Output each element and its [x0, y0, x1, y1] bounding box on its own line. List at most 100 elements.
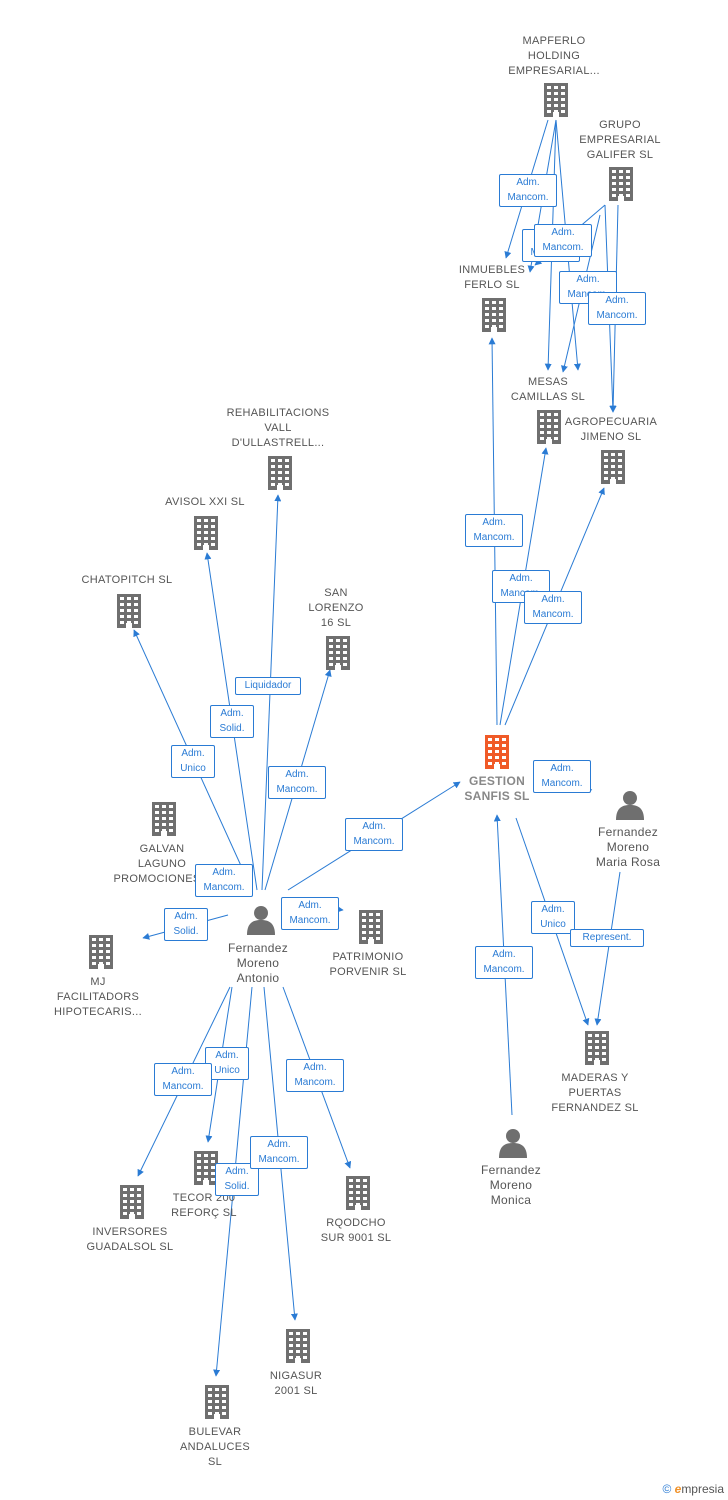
- edge-label-line: Adm.: [225, 1166, 249, 1177]
- edge-label-line: Adm.: [516, 177, 540, 188]
- brand-initial: e: [674, 1482, 682, 1496]
- edge-label-line: Mancom.: [541, 778, 583, 789]
- person-icon[interactable]: [616, 790, 644, 820]
- edge-label-line: Represent.: [582, 932, 632, 943]
- node-label-line: GUADALSOL SL: [86, 1241, 174, 1253]
- building-icon[interactable]: [481, 298, 507, 332]
- edge-label-line: Adm.: [362, 821, 386, 832]
- building-icon[interactable]: [119, 1185, 145, 1219]
- edge-label-e5[interactable]: Adm.Mancom.: [534, 224, 592, 257]
- building-icon[interactable]: [600, 450, 626, 484]
- node-label-line: Antonio: [236, 971, 280, 985]
- building-icon[interactable]: [536, 410, 562, 444]
- building-icon[interactable]: [267, 456, 293, 490]
- node-patrimonio[interactable]: PATRIMONIO PORVENIR SL: [329, 950, 406, 980]
- building-icon[interactable]: [193, 516, 219, 550]
- edge-label-e9[interactable]: Adm.Mancom.: [465, 514, 523, 547]
- edge-label-e23[interactable]: Adm.Mancom.: [281, 897, 339, 930]
- edge-label-e21[interactable]: Adm.Solid.: [164, 908, 208, 941]
- edge-label-e14[interactable]: Represent.: [570, 929, 644, 947]
- node-label-line: CHATOPITCH SL: [81, 574, 173, 586]
- building-icon[interactable]: [325, 636, 351, 670]
- node-label-line: PATRIMONIO: [332, 951, 404, 963]
- edge-label-line: Adm.: [576, 274, 600, 285]
- node-label-line: GRUPO: [599, 119, 641, 131]
- node-label-line: GALIFER SL: [586, 149, 654, 161]
- node-label-line: PORVENIR SL: [329, 966, 407, 978]
- main-building-icon[interactable]: [484, 735, 510, 769]
- node-label-line: INMUEBLES: [458, 264, 526, 276]
- edge-label-line: Adm.: [550, 763, 574, 774]
- edge-label-e10[interactable]: Adm.Mancom.: [492, 570, 550, 603]
- node-label-line: MADERAS Y: [561, 1072, 629, 1084]
- edge-label-e13[interactable]: Adm.Unico: [531, 901, 575, 934]
- edge-label-e18[interactable]: Adm.Unico: [171, 745, 215, 778]
- edge-label-line: Adm.: [605, 295, 629, 306]
- edge-label-e26[interactable]: Adm.Mancom.: [286, 1059, 344, 1092]
- node-inmuebles[interactable]: INMUEBLES FERLO SL: [459, 263, 525, 293]
- edge-label-e15[interactable]: Adm.Mancom.: [475, 946, 533, 979]
- edge-label-e16[interactable]: Liquidador: [235, 677, 301, 695]
- building-icon[interactable]: [193, 1151, 219, 1185]
- building-icon[interactable]: [285, 1329, 311, 1363]
- edge-label-e7[interactable]: Adm.Mancom.: [588, 292, 646, 325]
- edge-label-e20[interactable]: Adm.Mancom.: [345, 818, 403, 851]
- node-nigasur[interactable]: NIGASUR 2001 SL: [270, 1369, 322, 1399]
- edge-label-e11[interactable]: Adm.Mancom.: [524, 591, 582, 624]
- person-icon[interactable]: [499, 1128, 527, 1158]
- edge-label-line: Adm.: [220, 708, 244, 719]
- edge-label-line: Mancom.: [542, 242, 584, 253]
- edge-label-e28[interactable]: Adm.Mancom.: [250, 1136, 308, 1169]
- edge-label-line: Solid.: [173, 926, 199, 937]
- node-label-line: JIMENO SL: [580, 431, 642, 443]
- edge-label-line: Mancom.: [289, 915, 331, 926]
- building-icon[interactable]: [88, 935, 114, 969]
- building-icon[interactable]: [204, 1385, 230, 1419]
- building-icon[interactable]: [358, 910, 384, 944]
- edge-label-e1[interactable]: Adm.Mancom.: [499, 174, 557, 207]
- node-chatopitch[interactable]: CHATOPITCH SL: [82, 573, 173, 588]
- edge-label-line: Adm.: [267, 1139, 291, 1150]
- edge-label-e25[interactable]: Adm.Mancom.: [154, 1063, 212, 1096]
- node-label-line: BULEVAR: [188, 1426, 242, 1438]
- node-label-line: VALL: [264, 422, 292, 434]
- edge-label-e22[interactable]: Adm.Mancom.: [195, 864, 253, 897]
- node-label-line: Moreno: [489, 1178, 533, 1192]
- edge-label-e12[interactable]: Adm. Mancom.: [533, 760, 591, 793]
- node-label-line: REHABILITACIONS: [226, 407, 330, 419]
- node-label-line: PUERTAS: [568, 1087, 622, 1099]
- edge-label-e19[interactable]: Adm.Mancom.: [268, 766, 326, 799]
- building-icon[interactable]: [543, 83, 569, 117]
- building-icon[interactable]: [584, 1031, 610, 1065]
- building-icon[interactable]: [345, 1176, 371, 1210]
- person-icon[interactable]: [247, 905, 275, 935]
- edge-label-line: Mancom.: [203, 882, 245, 893]
- node-label-line: 2001 SL: [274, 1385, 318, 1397]
- building-icon[interactable]: [151, 802, 177, 836]
- building-icon[interactable]: [116, 594, 142, 628]
- node-label-line: FERLO SL: [464, 279, 520, 291]
- node-avisol[interactable]: AVISOL XXI SL: [165, 495, 245, 510]
- edge-label-e17[interactable]: Adm.Solid.: [210, 705, 254, 738]
- edge-label-line: Solid.: [224, 1181, 250, 1192]
- node-label-line: NIGASUR: [269, 1370, 323, 1382]
- building-icon[interactable]: [608, 167, 634, 201]
- edge-label-e24[interactable]: Adm.Unico: [205, 1047, 249, 1080]
- node-label-line: Monica: [490, 1193, 532, 1207]
